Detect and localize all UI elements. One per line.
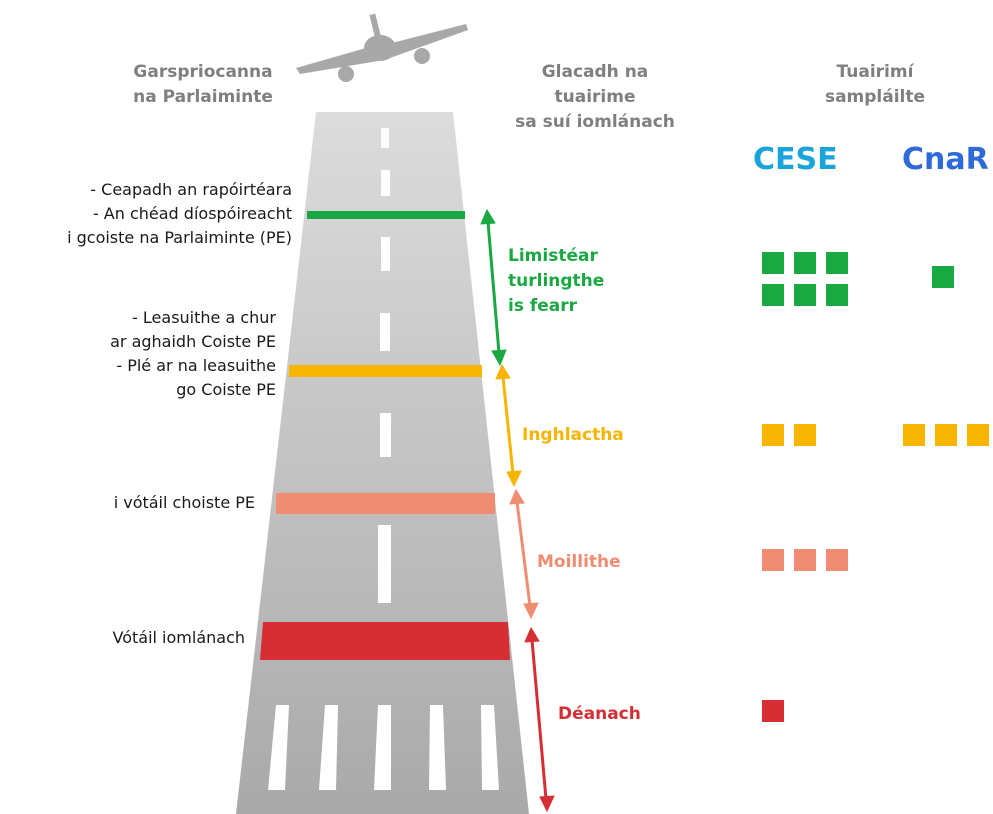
- range-arrow-red: [524, 626, 555, 813]
- boundary-line-red: [260, 622, 510, 660]
- cese-opinion-square: [762, 284, 784, 306]
- header-plenary-adoption: Glacadh na tuairime sa suí iomlánach: [515, 62, 675, 132]
- header-sampled-opinions: Tuairimí sampláilte: [824, 62, 926, 107]
- range-arrow-yellow: [495, 363, 522, 488]
- cese-opinion-square: [762, 700, 784, 722]
- milestone-committee-vote: i vótáil choiste PE: [113, 493, 255, 512]
- zone-label-best: Limistéar turlingthe is fearr: [508, 246, 605, 316]
- milestone-first-debate: - Ceapadh an rapóirtéara - An chéad díos…: [67, 180, 292, 247]
- cnar-opinion-square: [967, 424, 989, 446]
- zone-label-acceptable: Inghlactha: [522, 425, 624, 445]
- label-cnar: CnaR: [902, 142, 989, 177]
- cnar-opinion-square: [932, 266, 954, 288]
- cese-opinion-square: [794, 284, 816, 306]
- cese-opinion-square: [794, 549, 816, 571]
- label-cese: CESE: [753, 142, 838, 177]
- zone-label-delayed: Moillithe: [537, 552, 621, 572]
- zone-label-late: Déanach: [558, 704, 641, 724]
- boundary-line-yellow: [289, 365, 482, 377]
- cnar-opinion-square: [935, 424, 957, 446]
- cese-opinion-square: [826, 549, 848, 571]
- cese-opinion-square: [762, 424, 784, 446]
- boundary-line-green: [307, 211, 465, 219]
- runway-centerline: [378, 128, 391, 603]
- cese-opinion-square: [762, 549, 784, 571]
- cese-opinion-square: [794, 252, 816, 274]
- runway-threshold-markings: [268, 705, 499, 790]
- cese-opinion-square: [762, 252, 784, 274]
- header-milestones: Garspriocanna na Parlaiminte: [133, 62, 273, 107]
- milestone-plenary-vote: Vótáil iomlánach: [112, 628, 246, 647]
- range-arrow-green: [480, 208, 507, 367]
- range-arrow-salmon: [509, 488, 539, 620]
- cese-opinion-square: [794, 424, 816, 446]
- airplane-icon: [296, 13, 468, 82]
- milestone-amendments: - Leasuithe a chur ar aghaidh Coiste PE …: [110, 308, 276, 399]
- cese-opinion-square: [826, 284, 848, 306]
- boundary-line-salmon: [276, 493, 495, 514]
- cese-opinion-square: [826, 252, 848, 274]
- cnar-opinion-square: [903, 424, 925, 446]
